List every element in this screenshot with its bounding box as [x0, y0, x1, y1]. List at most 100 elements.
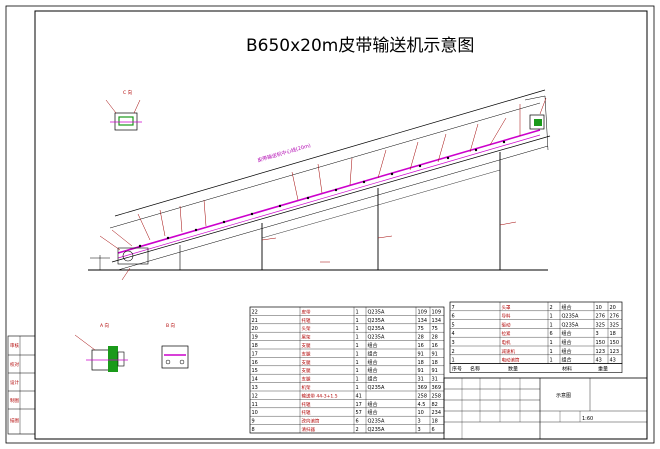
bom-cell-mat: 组合 [562, 339, 572, 346]
bom-cell-no: 19 [252, 335, 258, 341]
bom-cell-w2: 134 [432, 318, 442, 324]
bom-cell-w2: 28 [432, 335, 438, 341]
bom-cell-name: 导料 [502, 313, 511, 320]
bom-cell-mat: 组合 [368, 350, 378, 357]
bom-cell-mat: Q235A [562, 314, 579, 320]
bom-cell-name: 支腿 [302, 359, 311, 366]
bom-cell-w1: 134 [418, 318, 428, 324]
bom-cell-w1: 91 [418, 351, 424, 357]
bom-cell-mat: 组合 [368, 401, 378, 408]
bom-cell-qty: 2 [356, 427, 359, 433]
bom-cell-qty: 1 [356, 368, 359, 374]
bom-cell-name: 皮带 [302, 308, 311, 315]
bom-cell-w2: 31 [432, 377, 438, 383]
bom-cell-mat: 组合 [562, 304, 572, 311]
bom-cell-w2: 109 [432, 309, 442, 315]
bom-cell-mat: Q235A [562, 322, 579, 328]
bom-cell-w1: 10 [418, 410, 424, 416]
view-b: B 向 [161, 322, 189, 369]
bom-cell-qty: 1 [550, 322, 553, 328]
bom-header-no: 序号 [452, 366, 462, 373]
drawing-title: B650x20m皮带输送机示意图 [246, 36, 474, 56]
inner-frame [34, 10, 648, 440]
bom-cell-w2: 91 [432, 368, 438, 374]
bom-cell-no: 15 [252, 368, 258, 374]
bom-cell-no: 7 [452, 305, 455, 311]
bom-cell-w1: 91 [418, 368, 424, 374]
bom-cell-w1: 150 [596, 340, 606, 346]
bom-cell-qty: 1 [356, 318, 359, 324]
bom-cell-no: 8 [252, 427, 255, 433]
strip-label-1: 校对 [10, 361, 19, 368]
bom-cell-mat: 组合 [368, 376, 378, 383]
bom-cell-no: 5 [452, 322, 455, 328]
conveyor-side-view: 皮带输送机中心线(20m) [88, 89, 551, 281]
bom-cell-w2: 123 [610, 349, 620, 355]
bom-cell-qty: 57 [356, 410, 362, 416]
bom-cell-qty: 1 [356, 335, 359, 341]
bom-cell-qty: 41 [356, 393, 362, 399]
bom-cell-qty: 17 [356, 402, 362, 408]
strip-label-0: 审核 [10, 342, 19, 349]
bom-cell-name: 头罩 [502, 304, 511, 311]
bom-cell-w2: 82 [432, 402, 438, 408]
bom-cell-w1: 75 [418, 326, 424, 332]
title-block-scale: 1:60 [582, 416, 593, 422]
view-a: A 向 [74, 322, 128, 372]
bom-cell-mat: 组合 [368, 367, 378, 374]
bom-cell-mat: 组合 [562, 348, 572, 355]
bom-cell-name: 改向滚筒 [302, 418, 320, 425]
bom-cell-w1: 31 [418, 377, 424, 383]
bom-cell-w2: 6 [432, 427, 435, 433]
bom-cell-w1: 18 [418, 360, 424, 366]
bom-cell-w2: 18 [610, 331, 616, 337]
bom-cell-name: 减速机 [502, 348, 516, 355]
bom-cell-no: 14 [252, 377, 258, 383]
bom-cell-mat: 组合 [368, 359, 378, 366]
bom-cell-no: 18 [252, 343, 258, 349]
bom-cell-w1: 369 [418, 385, 428, 391]
strip-label-4: 描图 [10, 417, 19, 424]
bom-cell-w1: 109 [418, 309, 428, 315]
bom-cell-w2: 234 [432, 410, 442, 416]
bom-cell-name: 托辊 [302, 409, 311, 416]
bom-cell-qty: 6 [356, 419, 359, 425]
bom-cell-name: 电动滚筒 [502, 357, 520, 364]
view-c-label: C 向 [123, 89, 133, 96]
bom-cell-name: 清扫器 [302, 426, 316, 433]
bom-cell-w2: 150 [610, 340, 620, 346]
bom-cell-no: 6 [452, 314, 455, 320]
bom-cell-mat: Q235A [368, 427, 385, 433]
bom-cell-name: 驱动 [502, 321, 511, 328]
bom-cell-w1: 43 [596, 358, 602, 364]
bom-cell-mat: Q235A [368, 326, 385, 332]
strip-label-3: 制图 [10, 397, 19, 404]
bom-cell-no: 16 [252, 360, 258, 366]
left-signature-strip: 审核 校对 设计 制图 描图 [7, 335, 36, 435]
bom-cell-name: 电机 [502, 339, 511, 346]
bom-cell-no: 21 [252, 318, 258, 324]
bom-cell-no: 13 [252, 385, 258, 391]
bom-cell-name: 拉紧 [502, 330, 511, 337]
bom-cell-mat: Q235A [368, 385, 385, 391]
title-block: 示意图 1:60 [443, 377, 648, 440]
bom-cell-no: 11 [252, 402, 258, 408]
bom-cell-qty: 1 [550, 358, 553, 364]
bom-cell-w2: 276 [610, 314, 620, 320]
bom-cell-no: 3 [452, 340, 455, 346]
bom-cell-w1: 10 [596, 305, 602, 311]
bom-cell-qty: 1 [550, 340, 553, 346]
bom-cell-mat: Q235A [368, 419, 385, 425]
bom-cell-no: 2 [452, 349, 455, 355]
bom-cell-w2: 16 [432, 343, 438, 349]
bom-cell-w2: 75 [432, 326, 438, 332]
strip-label-2: 设计 [10, 379, 19, 386]
bom-header-mat: 材料 [562, 366, 572, 373]
bom-cell-w1: 3 [418, 419, 421, 425]
bom-cell-w2: 18 [432, 360, 438, 366]
outer-frame [5, 5, 655, 444]
bom-cell-no: 12 [252, 393, 258, 399]
bom-cell-w1: 4.5 [418, 402, 426, 408]
